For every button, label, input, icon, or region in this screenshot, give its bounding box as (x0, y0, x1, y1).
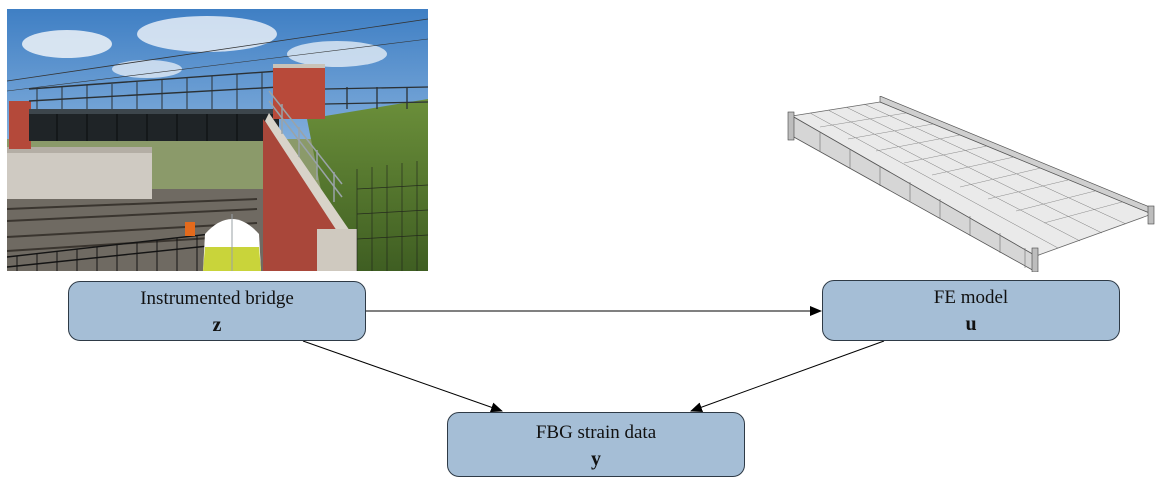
node-symbol: y (591, 448, 601, 470)
node-symbol: z (212, 314, 222, 336)
node-label: Instrumented bridge (140, 288, 294, 309)
edge-fe-to-fbg (690, 340, 885, 412)
fe-model-render (787, 96, 1155, 272)
bridge-photo (7, 9, 428, 271)
node-fe-model: FE model u (822, 280, 1120, 341)
node-fbg-strain-data: FBG strain data y (447, 412, 745, 477)
node-instrumented-bridge: Instrumented bridge z (68, 281, 366, 341)
node-label: FE model (933, 287, 1009, 308)
node-symbol: u (965, 313, 977, 335)
node-label: FBG strain data (535, 422, 657, 443)
edge-bridge-to-fbg (302, 340, 503, 413)
